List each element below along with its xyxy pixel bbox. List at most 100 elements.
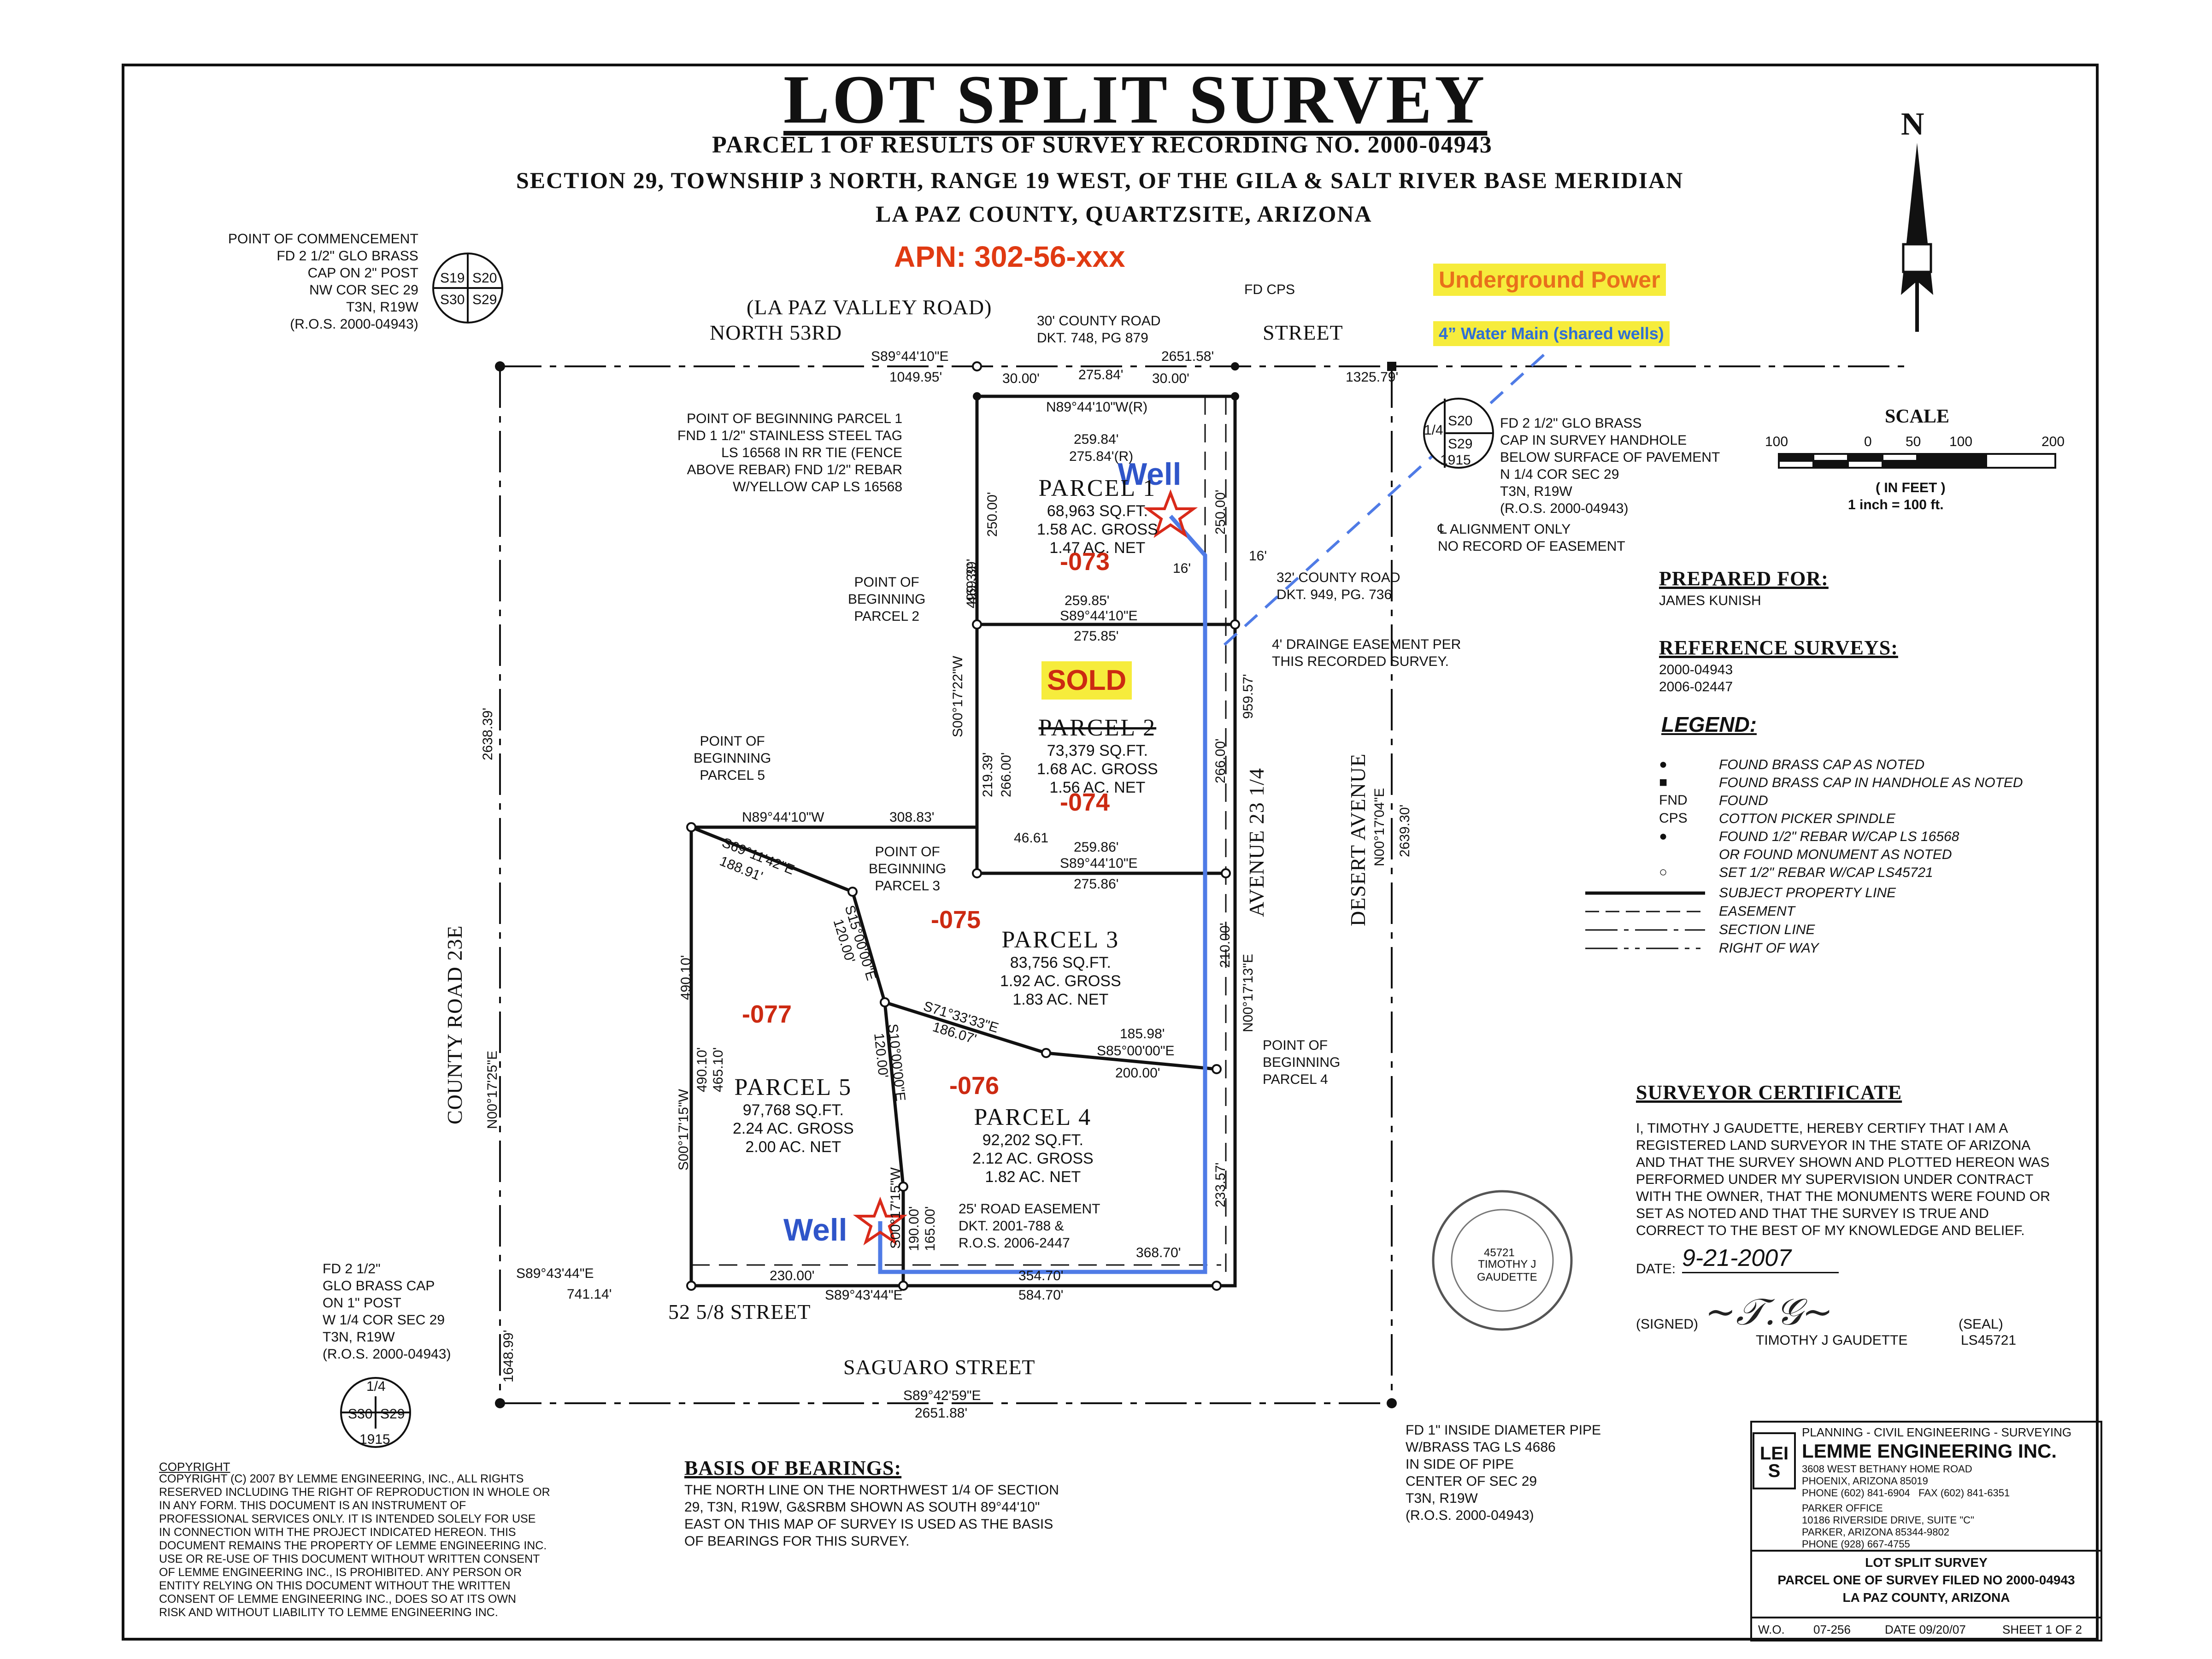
road-easement-note: 25' ROAD EASEMENT DKT. 2001-788 & R.O.S.…: [959, 1201, 1100, 1251]
scale-tick: 100: [1949, 434, 1973, 449]
corner-label: 1/4: [366, 1379, 386, 1394]
water-main-label: 4” Water Main (shared wells): [1433, 321, 1670, 346]
dimension-label: 2651.58': [1161, 349, 1214, 364]
license-number: LS45721: [1961, 1333, 2017, 1348]
corner-label: S20: [472, 271, 497, 286]
parcel-5-block: PARCEL 5 97,768 SQ.FT. 2.24 AC. GROSS 2.…: [733, 1074, 854, 1156]
sold-badge: SOLD: [1041, 661, 1132, 700]
legend-symbol: ●: [1659, 757, 1668, 772]
legend-text: FOUND BRASS CAP AS NOTED: [1719, 757, 1925, 772]
legend-item: ● FOUND BRASS CAP AS NOTED: [1659, 756, 2074, 774]
dimension-label: 165.00': [923, 1206, 938, 1252]
dimension-label: 2639.30': [1397, 804, 1412, 857]
company-address: 3608 WEST BETHANY HOME ROAD PHOENIX, ARI…: [1802, 1463, 2010, 1499]
dimension-label: 2638.39': [480, 707, 495, 760]
company-name: LEMME ENGINEERING INC.: [1802, 1440, 2057, 1462]
legend-symbol: CPS: [1659, 811, 1688, 826]
well-label: Well: [783, 1212, 847, 1247]
dimension-label: 490.10': [678, 955, 694, 1000]
sheet-title: LOT SPLIT SURVEY: [1865, 1555, 1988, 1570]
parcel-name: PARCEL 3: [1001, 927, 1120, 953]
legend-item: ○SET 1/2" REBAR W/CAP LS45721: [1659, 864, 2074, 882]
dimension-label: 959.57': [1241, 674, 1256, 719]
prepared-for-heading: PREPARED FOR:: [1659, 567, 1829, 590]
dimension-label: 219.39': [980, 752, 995, 798]
set-rebar-points: [686, 361, 1240, 1291]
street-label: 52 5/8 STREET: [668, 1300, 811, 1324]
copyright-heading: COPYRIGHT: [159, 1460, 230, 1474]
sheet-date: DATE 09/20/07: [1885, 1623, 1966, 1636]
dimension-label: S00°17'22"W: [950, 656, 965, 737]
corner-label: S29: [1448, 436, 1473, 452]
scale-tick: 100: [1765, 434, 1788, 449]
legend-heading: LEGEND:: [1661, 712, 1757, 736]
dimension-label: 1648.99': [501, 1330, 516, 1382]
parcel-sqft: 92,202 SQ.FT.: [982, 1131, 1083, 1149]
dimension-label: 1049.95': [889, 370, 942, 385]
parcel-sqft: 97,768 SQ.FT.: [742, 1101, 844, 1119]
dimension-label: S00°17'15"W: [676, 1089, 691, 1171]
dimension-label: 233.57': [1213, 1162, 1228, 1208]
dimension-label: S89°42'59"E: [903, 1388, 981, 1403]
parcel-sqft: 83,756 SQ.FT.: [1010, 954, 1111, 971]
parcel-1-block: PARCEL 1 68,963 SQ.FT. 1.58 AC. GROSS 1.…: [1037, 475, 1158, 557]
subtitle-county: LA PAZ COUNTY, QUARTZSITE, ARIZONA: [876, 201, 1372, 227]
dimension-label: 230.00': [770, 1268, 815, 1283]
dimension-label: 308.83': [889, 810, 935, 825]
dimension-label: S89°43'44"E: [825, 1288, 903, 1303]
subtitle-section: SECTION 29, TOWNSHIP 3 NORTH, RANGE 19 W…: [516, 167, 1684, 193]
well-label: Well: [1118, 457, 1182, 492]
seal-label: (SEAL): [1959, 1317, 2003, 1332]
legend-symbol: FND: [1659, 793, 1688, 808]
dimension-label: 2651.88': [915, 1406, 968, 1421]
legend-line-label: SECTION LINE: [1719, 922, 1815, 937]
street-label: DESERT AVENUE: [1346, 753, 1370, 926]
legend-text: OR FOUND MONUMENT AS NOTED: [1719, 847, 1952, 862]
parcel-sqft: 73,379 SQ.FT.: [1047, 742, 1148, 759]
legend-symbol: ○: [1659, 865, 1668, 880]
well-star-icon: [1143, 489, 1198, 538]
legend-item: CPS COTTON PICKER SPINDLE: [1659, 810, 2074, 828]
drainage-easement-note: 4' DRAINGE EASEMENT PER THIS RECORDED SU…: [1272, 637, 1461, 669]
dimension-label: N00°17'25"E: [485, 1050, 500, 1129]
street-label: STREET: [1263, 321, 1343, 344]
dimension-label: 16': [1249, 548, 1267, 564]
corner-label: S19: [440, 271, 465, 286]
parker-office: PARKER OFFICE 10186 RIVERSIDE DRIVE, SUI…: [1802, 1502, 1974, 1550]
corner-label: S20: [1448, 413, 1473, 429]
dimension-label: S89°44'10"E: [1060, 856, 1138, 871]
parcel-apn: -076: [949, 1072, 1000, 1100]
corner-label: S30: [348, 1406, 373, 1422]
wo-label: W.O.: [1758, 1623, 1785, 1636]
parcel-net: 1.83 AC. NET: [1012, 991, 1109, 1008]
legend-text: FOUND 1/2" REBAR W/CAP LS 16568: [1719, 829, 1959, 844]
legend-text: FOUND: [1719, 793, 1768, 808]
street-label: NORTH 53RD: [710, 321, 842, 344]
parcel-sqft: 68,963 SQ.FT.: [1047, 502, 1148, 520]
parcel-gross: 2.24 AC. GROSS: [733, 1120, 854, 1137]
legend-text: COTTON PICKER SPINDLE: [1719, 811, 1895, 826]
signature: ~𝒯.𝒢~: [1705, 1290, 1833, 1333]
dimension-label: 275.85': [1074, 629, 1119, 644]
parcel-name: PARCEL 4: [974, 1104, 1092, 1130]
pob-parcel-4-note: POINT OF BEGINNING PARCEL 4: [1263, 1038, 1341, 1087]
north-label: N: [1901, 106, 1924, 142]
parcel-name: PARCEL 5: [734, 1074, 853, 1100]
parcel-3-block: PARCEL 3 83,756 SQ.FT. 1.92 AC. GROSS 1.…: [1000, 926, 1121, 1009]
legend-symbol: [1659, 846, 1719, 864]
surveyor-seal: [1432, 1190, 1573, 1331]
dimension-label: 210.00': [1218, 923, 1233, 968]
dimension-label: 266.00': [999, 752, 1014, 798]
parcel-net: 2.00 AC. NET: [745, 1138, 841, 1156]
dimension-label: N00°17'13"E: [1241, 953, 1256, 1032]
legend-list: ●FOUND BRASS CAP AS NOTED ■FOUND BRASS C…: [1659, 756, 2074, 882]
scale-tick: 50: [1906, 434, 1921, 449]
center-pipe-note: FD 1" INSIDE DIAMETER PIPE W/BRASS TAG L…: [1406, 1423, 1601, 1523]
dimension-label: S00°17'15"W: [888, 1167, 903, 1249]
dimension-label: 250.00': [985, 492, 1000, 537]
dimension-label: 584.70': [1018, 1288, 1064, 1303]
reference-survey: 2006-02447: [1659, 679, 1733, 694]
corner-label: S29: [472, 292, 497, 307]
corner-label: 1915: [359, 1432, 390, 1447]
certificate-heading: SURVEYOR CERTIFICATE: [1636, 1081, 1902, 1104]
